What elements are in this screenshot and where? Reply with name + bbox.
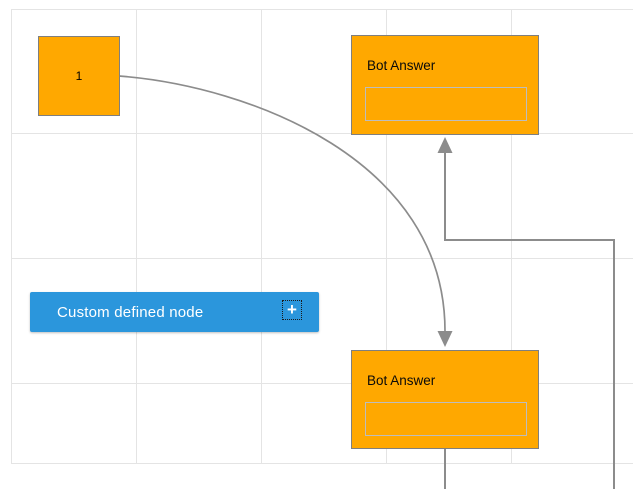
node-bot-answer-top[interactable]: Bot Answer bbox=[351, 35, 539, 135]
node-start-label: 1 bbox=[75, 69, 83, 83]
orthogonal-connector[interactable] bbox=[444, 152, 615, 489]
custom-node-label: Custom defined node bbox=[57, 303, 204, 321]
plus-icon: + bbox=[287, 300, 297, 319]
node-bot-answer-bottom[interactable]: Bot Answer bbox=[351, 350, 539, 449]
node-start[interactable]: 1 bbox=[38, 36, 120, 116]
arrowhead-down-icon bbox=[437, 331, 453, 347]
add-port-button[interactable]: + bbox=[282, 300, 302, 320]
bezier-connector[interactable] bbox=[118, 75, 446, 332]
node-custom-defined[interactable]: Custom defined node + bbox=[30, 292, 319, 332]
arrowhead-up-icon bbox=[437, 137, 453, 153]
bot-answer-title: Bot Answer bbox=[367, 58, 436, 73]
bot-answer-input[interactable] bbox=[365, 402, 527, 436]
bot-answer-title: Bot Answer bbox=[367, 373, 436, 388]
bot-answer-input[interactable] bbox=[365, 87, 527, 121]
